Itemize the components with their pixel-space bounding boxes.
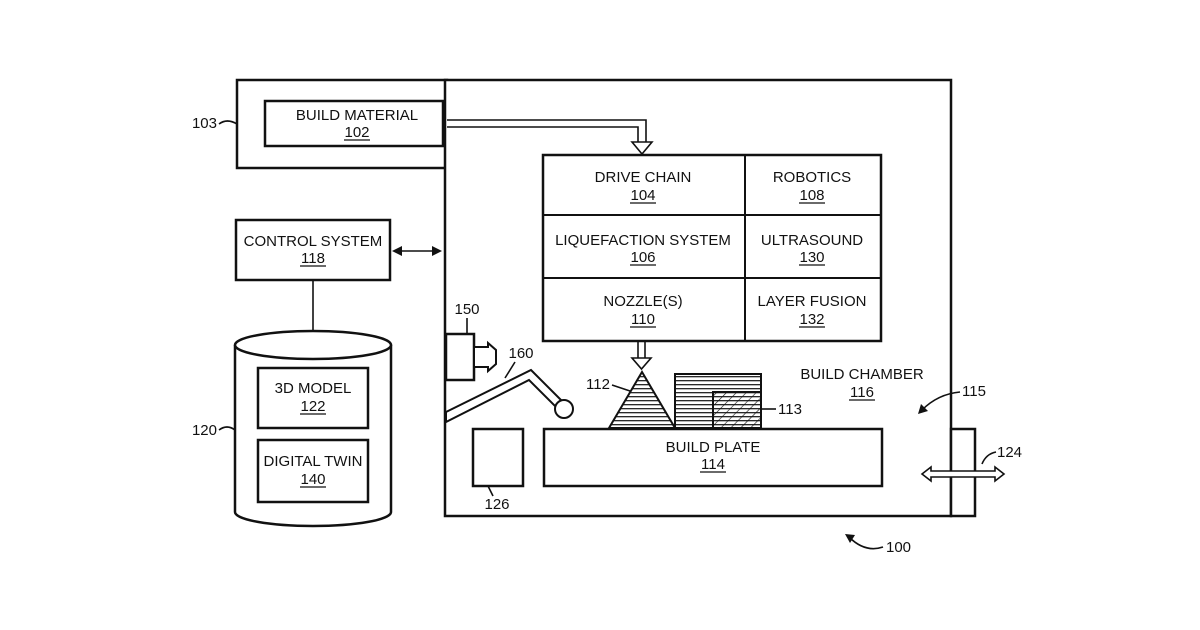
nozzle-label: NOZZLE(S)	[603, 293, 682, 310]
robotic-arm-end-effector	[555, 400, 573, 418]
housing-ref-leader	[219, 121, 237, 124]
component-126-ref: 126	[484, 496, 509, 513]
layer-fusion-label: LAYER FUSION	[758, 293, 867, 310]
build-chamber-ref: 116	[850, 384, 874, 401]
chamber-pointer-ref: 115	[962, 383, 986, 400]
twin-ref: 140	[300, 471, 325, 488]
model-label: 3D MODEL	[275, 380, 352, 397]
drive-chain-ref: 104	[630, 187, 655, 204]
liquefaction-label: LIQUEFACTION SYSTEM	[555, 232, 731, 249]
ultrasound-ref: 130	[799, 249, 824, 266]
component-126-box	[473, 429, 523, 486]
twin-label: DIGITAL TWIN	[264, 453, 363, 470]
database-ref: 120	[192, 422, 217, 439]
printed-part-fused-section	[713, 392, 761, 428]
camera-body	[446, 334, 474, 380]
model-ref: 122	[300, 398, 325, 415]
part-ref: 113	[778, 401, 802, 418]
nozzle-ref: 110	[631, 311, 655, 328]
build-plate: BUILD PLATE 114	[544, 429, 882, 486]
robotics-label: ROBOTICS	[773, 169, 851, 186]
camera-lens	[474, 343, 496, 371]
liquefaction-ref: 106	[630, 249, 655, 266]
camera-ref: 150	[454, 301, 479, 318]
database-cylinder-top	[235, 331, 391, 359]
build-plate-label: BUILD PLATE	[666, 439, 761, 456]
control-link-arrow-left	[392, 246, 402, 256]
figure-number: 100	[886, 539, 911, 556]
door-ref: 124	[997, 444, 1022, 461]
figure-leader	[849, 537, 883, 549]
drive-chain-label: DRIVE CHAIN	[595, 169, 692, 186]
control-system-ref: 118	[301, 250, 325, 267]
robotics-ref: 108	[799, 187, 824, 204]
layer-fusion-ref: 132	[799, 311, 824, 328]
build-material-ref: 102	[344, 124, 369, 141]
ultrasound-label: ULTRASOUND	[761, 232, 863, 249]
database: 120 3D MODEL 122 DIGITAL TWIN 140	[192, 331, 391, 526]
build-chamber-label: BUILD CHAMBER	[800, 366, 924, 383]
arm-ref: 160	[508, 345, 533, 362]
control-system-label: CONTROL SYSTEM	[244, 233, 383, 250]
build-material-housing: BUILD MATERIAL 102 103	[192, 80, 447, 168]
build-plate-ref: 114	[701, 456, 725, 473]
deposit-ref: 112	[586, 376, 610, 393]
database-leader	[219, 427, 235, 430]
figure-ref: 100	[845, 534, 911, 556]
door-leader	[982, 452, 996, 464]
build-material-label: BUILD MATERIAL	[296, 107, 418, 124]
control-system: CONTROL SYSTEM 118	[236, 220, 442, 330]
control-link-arrow-right	[432, 246, 442, 256]
housing-ref-label: 103	[192, 115, 217, 132]
subsystem-grid: DRIVE CHAIN 104 ROBOTICS 108 LIQUEFACTIO…	[543, 155, 881, 341]
